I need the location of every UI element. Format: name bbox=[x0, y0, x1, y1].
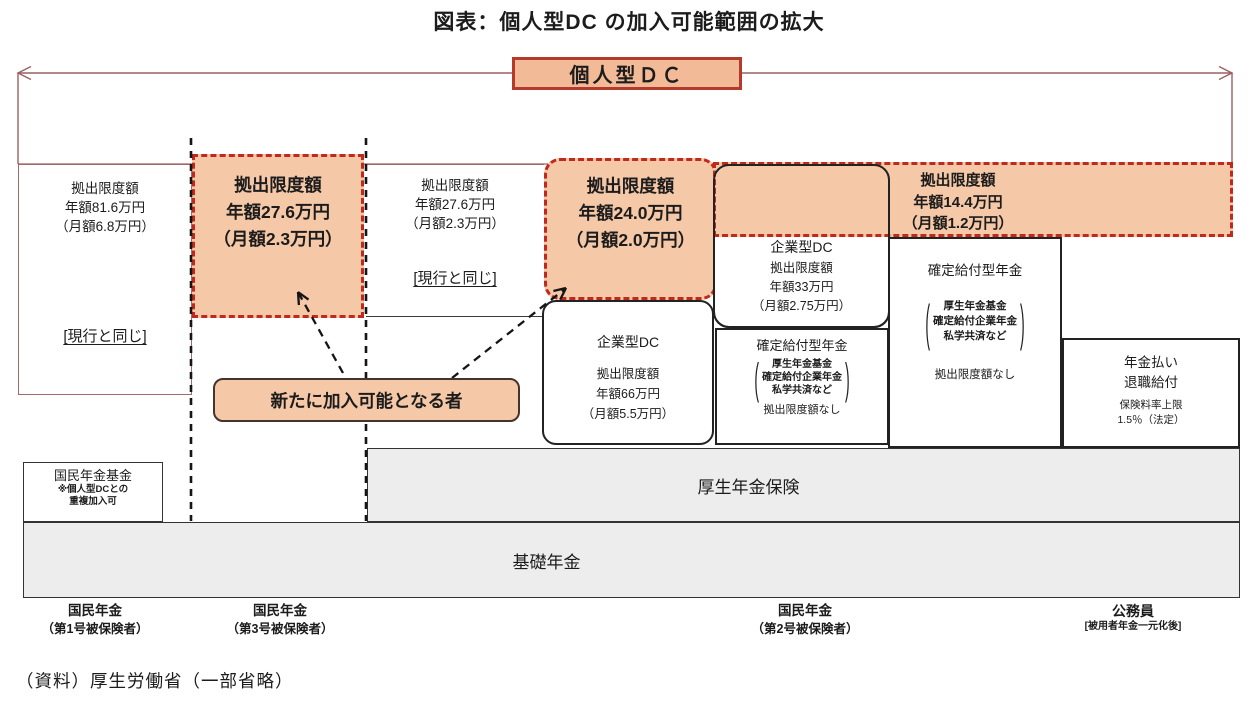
box-limit-employee-db-new: 拠出限度額 年額14.4万円 （月額1.2万円） bbox=[713, 162, 1233, 237]
footer-label-insured-3: 国民年金 （第3号被保険者） bbox=[226, 603, 334, 636]
limit-text: 拠出限度額 年額81.6万円 （月額6.8万円） bbox=[55, 181, 155, 234]
no-limit-note: 拠出限度額なし bbox=[763, 404, 841, 416]
right-paren: ) bbox=[845, 352, 850, 403]
footer-label-insured-2: 国民年金 （第2号被保険者） bbox=[751, 603, 859, 636]
right-paren: ) bbox=[1020, 292, 1025, 351]
arrowhead-left bbox=[16, 65, 32, 81]
no-limit-note: 拠出限度額なし bbox=[934, 369, 1016, 381]
arrowhead-right bbox=[1218, 65, 1234, 81]
limit-text: 拠出限度額 年額24.0万円 （月額2.0万円） bbox=[565, 176, 696, 250]
footer-label-insured-1: 国民年金 （第1号被保険者） bbox=[41, 603, 149, 636]
box-limit-employee-dc-new: 拠出限度額 年額24.0万円 （月額2.0万円） bbox=[544, 158, 717, 300]
page-title: 図表：個人型DC の加入可能範囲の拡大 bbox=[433, 11, 825, 34]
box-defined-benefit-right: 確定給付型年金 ( 厚生年金基金 確定給付企業年金 私学共済など ) 拠出限度額… bbox=[888, 237, 1062, 448]
box-corporate-dc-66: 企業型DC 拠出限度額 年額66万円 （月額5.5万円） bbox=[542, 300, 714, 445]
box-limit-spouse-new: 拠出限度額 年額27.6万円 （月額2.3万円） bbox=[192, 154, 364, 318]
personal-dc-label: 個人型ＤＣ bbox=[569, 65, 685, 87]
box-defined-benefit-mid: 確定給付型年金 ( 厚生年金基金 確定給付企業年金 私学共済など ) 拠出限度額… bbox=[715, 328, 889, 445]
personal-dc-header: 個人型ＤＣ bbox=[512, 57, 742, 90]
paren-group: ( 厚生年金基金 確定給付企業年金 私学共済など ) bbox=[925, 292, 1025, 351]
paren-group: ( 厚生年金基金 確定給付企業年金 私学共済など ) bbox=[754, 352, 850, 403]
left-paren: ( bbox=[925, 292, 930, 351]
limit-text: 拠出限度額 年額14.4万円 （月額1.2万円） bbox=[902, 172, 1014, 232]
callout-newly-eligible: 新たに加入可能となる者 bbox=[213, 378, 520, 422]
left-paren: ( bbox=[754, 352, 759, 403]
footer-label-civil-servant: 公務員 [被用者年金一元化後] bbox=[1084, 603, 1182, 632]
band-basic-pension: 基礎年金 bbox=[23, 522, 1240, 598]
box-retirement-benefit: 年金払い 退職給付 保険料率上限 1.5％（法定） bbox=[1062, 338, 1240, 448]
same-as-current-note: [現行と同じ] bbox=[63, 328, 147, 345]
box-national-pension-fund: 国民年金基金 ※個人型DCとの 重複加入可 bbox=[23, 462, 163, 522]
corporate-dc-33-text: 企業型DC 拠出限度額 年額33万円 （月額2.75万円） bbox=[751, 239, 852, 313]
limit-text: 拠出限度額 年額27.6万円 （月額2.3万円） bbox=[213, 175, 343, 249]
box-limit-self-employed: 拠出限度額 年額81.6万円 （月額6.8万円） [現行と同じ] bbox=[18, 164, 192, 395]
band-employees-pension-insurance: 厚生年金保険 bbox=[367, 448, 1240, 522]
source-note: （資料）厚生労働省（一部省略） bbox=[16, 671, 294, 691]
same-as-current-note: [現行と同じ] bbox=[413, 270, 497, 287]
box-limit-employee-no-pension: 拠出限度額 年額27.6万円 （月額2.3万円） [現行と同じ] bbox=[366, 164, 544, 317]
limit-text: 拠出限度額 年額27.6万円 （月額2.3万円） bbox=[405, 178, 505, 231]
